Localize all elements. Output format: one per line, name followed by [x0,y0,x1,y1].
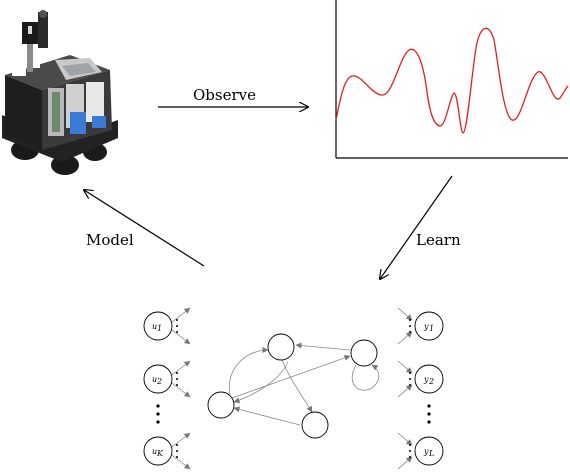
output-node-y2 [414,364,444,394]
reservoir-node [301,411,329,439]
svg-text:u: u [152,375,157,384]
svg-text:y: y [423,375,429,384]
svg-text:y: y [423,447,429,456]
robot-illustration [2,10,118,175]
svg-text:1: 1 [429,324,434,333]
output-node-y1 [414,311,444,341]
signal-plot [335,0,569,159]
input-node-uK [143,436,173,466]
svg-text:u: u [152,447,157,456]
svg-text:u: u [152,322,157,331]
svg-text:K: K [156,449,164,458]
svg-text:L: L [428,449,434,458]
reservoir-network [207,333,380,439]
signal-curve [335,27,569,134]
reservoir-node [350,339,378,367]
model-label: Model [86,231,134,249]
reservoir-node [267,333,295,361]
learn-label: Learn [416,231,461,249]
output-node-yL [414,436,444,466]
learn-arrow [380,175,453,279]
svg-text:2: 2 [156,377,162,386]
reservoir-node [207,391,235,419]
observe-label: Observe [193,86,256,104]
model-arrow [84,190,205,267]
svg-text:2: 2 [428,377,434,386]
svg-text:1: 1 [157,324,162,333]
input-node-u1 [143,311,173,341]
svg-text:y: y [423,322,429,331]
input-node-u2 [143,364,173,394]
